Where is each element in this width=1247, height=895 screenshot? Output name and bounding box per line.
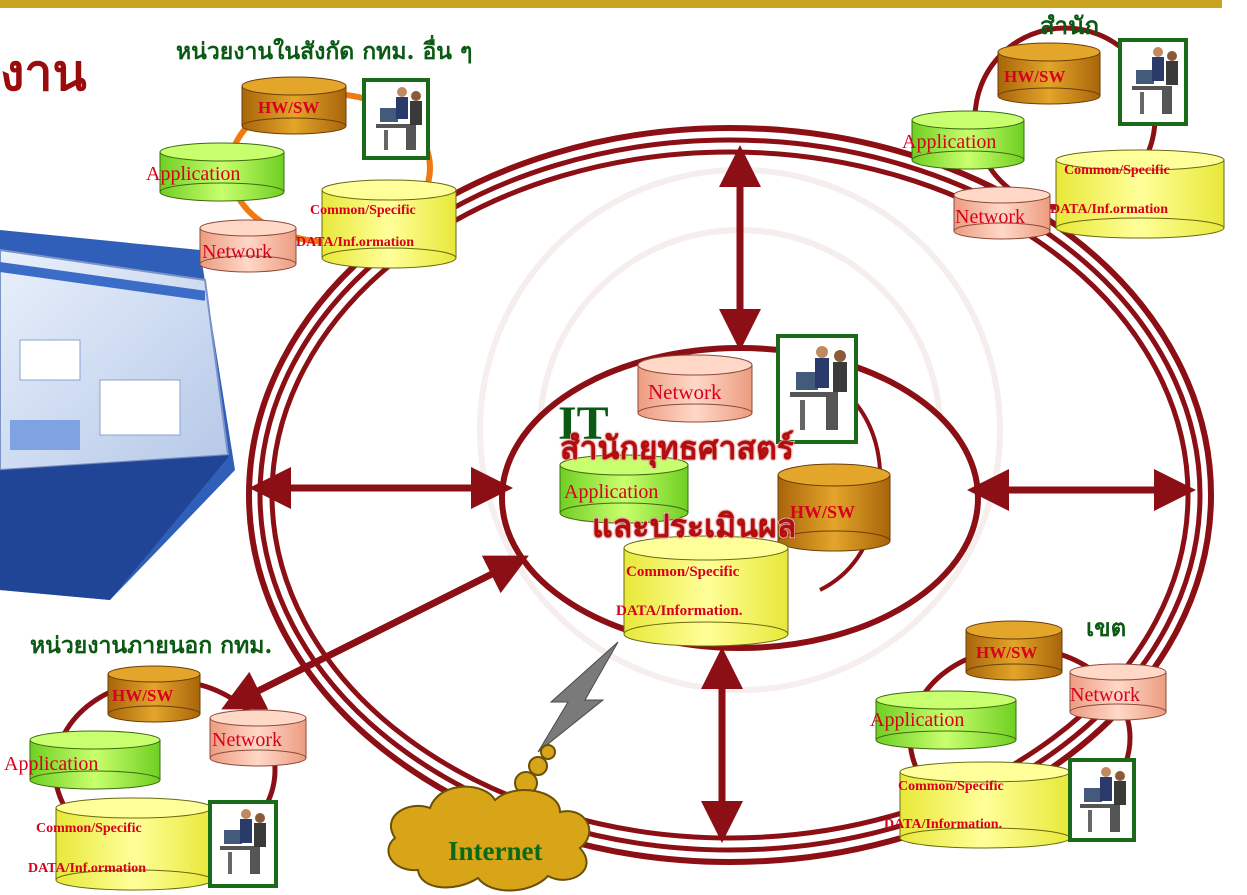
tr-application-label: Application — [902, 131, 997, 153]
br-common-label: Common/Specific — [898, 779, 1004, 794]
br-hwsw-label: HW/SW — [976, 643, 1038, 662]
tl-hwsw-cylinder — [241, 76, 347, 135]
br-cluster-title: เขต — [1086, 613, 1127, 642]
bl-hwsw-cylinder — [107, 665, 201, 723]
internet-cloud-icon — [387, 744, 591, 892]
tl-application-cylinder — [159, 142, 285, 202]
tr-application-cylinder — [911, 110, 1025, 170]
bl-cluster-title: หน่วยงานภายนอก กทม. — [30, 632, 273, 659]
bl-application-label: Application — [4, 753, 99, 775]
bl-data-cylinder — [55, 797, 213, 891]
center-network-label: Network — [648, 380, 722, 404]
tl-cluster-title: หน่วยงานในสังกัด กทม. อื่น ๆ — [176, 38, 473, 65]
tr-common-label: Common/Specific — [1064, 163, 1170, 178]
center-data-cylinder — [623, 535, 789, 647]
center-application-label: Application — [564, 481, 659, 503]
tr-data-cylinder — [1055, 149, 1225, 239]
tr-data-label: DATA/Inf.ormation — [1050, 202, 1169, 217]
center-data-label: DATA/Information. — [616, 603, 743, 619]
center-users-at-computer-icon — [776, 334, 858, 444]
center-hwsw-cylinder — [777, 463, 891, 552]
br-users-at-computer-icon — [1068, 758, 1136, 842]
tl-common-label: Common/Specific — [310, 203, 416, 218]
center-hwsw-label: HW/SW — [790, 502, 856, 522]
tl-users-at-computer-icon — [362, 78, 430, 160]
software-window-image — [0, 230, 235, 600]
br-network-label: Network — [1070, 684, 1140, 706]
bl-users-at-computer-icon — [208, 800, 278, 888]
tr-hwsw-label: HW/SW — [1004, 67, 1066, 86]
heading-fragment: งาน — [0, 43, 87, 102]
center-title-line2: และประเมินผล — [591, 507, 797, 545]
center-it-label: IT — [558, 397, 609, 450]
br-data-cylinder — [899, 761, 1071, 849]
center-common-label: Common/Specific — [626, 564, 740, 580]
tl-application-label: Application — [146, 163, 241, 185]
br-application-label: Application — [870, 709, 965, 731]
lightning-bolt-icon — [537, 641, 619, 753]
bl-application-cylinder — [29, 730, 161, 790]
br-data-label: DATA/Information. — [884, 817, 1003, 832]
tr-hwsw-cylinder — [997, 42, 1101, 105]
tr-network-cylinder — [953, 186, 1051, 240]
tl-data-label: DATA/Inf.ormation — [296, 235, 415, 250]
center-title-line1: สำนักยุทธศาสตร์ — [559, 429, 795, 467]
br-hwsw-cylinder — [965, 620, 1063, 681]
bl-data-label: DATA/Inf.ormation — [28, 861, 147, 876]
tr-network-label: Network — [955, 206, 1025, 228]
connection-arrows — [221, 145, 1196, 843]
top-accent-rule — [0, 0, 1222, 8]
tl-network-cylinder — [199, 219, 297, 273]
bl-network-cylinder — [209, 709, 307, 767]
bl-common-label: Common/Specific — [36, 821, 142, 836]
center-application-cylinder — [559, 454, 689, 524]
tr-users-at-computer-icon — [1118, 38, 1188, 126]
tr-cluster-title: สำนัก — [1040, 11, 1100, 40]
tl-hwsw-label: HW/SW — [258, 98, 320, 117]
bl-hwsw-label: HW/SW — [112, 686, 174, 705]
bl-network-label: Network — [212, 729, 282, 751]
br-network-cylinder — [1069, 663, 1167, 721]
tl-data-cylinder — [321, 179, 457, 269]
internet-label: Internet — [448, 836, 543, 866]
tl-network-label: Network — [202, 241, 272, 263]
br-application-cylinder — [875, 690, 1017, 750]
center-network-cylinder — [637, 354, 753, 423]
